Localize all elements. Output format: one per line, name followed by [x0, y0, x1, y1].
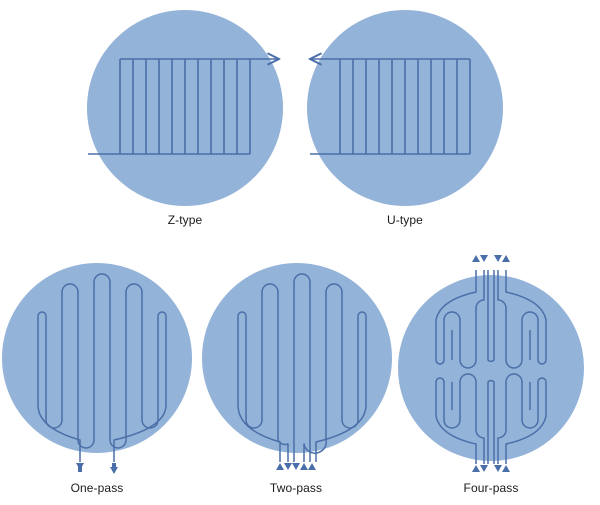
two-pass-arrow-down-icon — [292, 463, 300, 470]
four-pass-arrow-down-icon — [480, 255, 488, 262]
one-pass-plate — [2, 263, 192, 474]
four-pass-arrow-down-icon — [494, 255, 502, 262]
two-pass-arrow-up-icon — [276, 463, 284, 470]
one-pass-outlet-port-icon — [112, 463, 116, 468]
two-pass-channel-path-right — [303, 283, 367, 462]
two-pass-caption: Two-pass — [269, 481, 323, 495]
four-pass-upper-channel-center — [487, 270, 495, 363]
one-pass-port-arrows — [76, 463, 118, 474]
four-pass-lower-channel-right — [497, 373, 547, 464]
z-type-plate — [87, 10, 283, 206]
four-pass-arrow-up-icon — [472, 255, 480, 262]
four-pass-upper-channel-right — [497, 270, 547, 369]
four-pass-arrow-down-icon — [480, 465, 488, 472]
four-pass-plate — [398, 255, 584, 472]
two-pass-arrow-up-icon — [308, 463, 316, 470]
one-pass-channel-path — [37, 273, 167, 462]
four-pass-serpentine-channels — [435, 270, 547, 464]
z-type-caption: Z-type — [167, 213, 203, 227]
one-pass-outlet-arrow-icon — [110, 467, 118, 474]
four-pass-bottom-port-arrows — [472, 465, 510, 472]
four-pass-arrow-down-icon — [494, 465, 502, 472]
four-pass-upper-channel-left — [435, 270, 485, 369]
two-pass-channel-path-left — [237, 283, 289, 462]
four-pass-arrow-up-icon — [502, 465, 510, 472]
four-pass-caption: Four-pass — [463, 481, 519, 495]
one-pass-inlet-port-icon — [78, 466, 82, 472]
u-type-channels — [310, 59, 471, 155]
one-pass-serpentine-channel — [37, 273, 167, 462]
four-pass-arrow-up-icon — [472, 465, 480, 472]
four-pass-top-port-arrows — [472, 255, 510, 262]
two-pass-plate — [202, 263, 392, 470]
two-pass-serpentine-channels — [237, 273, 367, 462]
two-pass-arrow-down-icon — [284, 463, 292, 470]
two-pass-arrow-up-icon — [300, 463, 308, 470]
four-pass-lower-channel-left — [435, 373, 485, 464]
one-pass-caption: One-pass — [70, 481, 124, 495]
one-pass-plate-disc — [2, 263, 192, 453]
two-pass-port-arrows — [276, 463, 316, 470]
four-pass-lower-channel-center — [487, 379, 495, 464]
u-type-caption: U-type — [387, 213, 423, 227]
four-pass-arrow-up-icon — [502, 255, 510, 262]
z-type-channels — [88, 59, 279, 155]
two-pass-plate-disc — [202, 263, 392, 453]
u-type-plate — [307, 10, 503, 206]
two-pass-channel-path-center — [293, 273, 311, 462]
four-pass-plate-disc — [398, 275, 584, 461]
